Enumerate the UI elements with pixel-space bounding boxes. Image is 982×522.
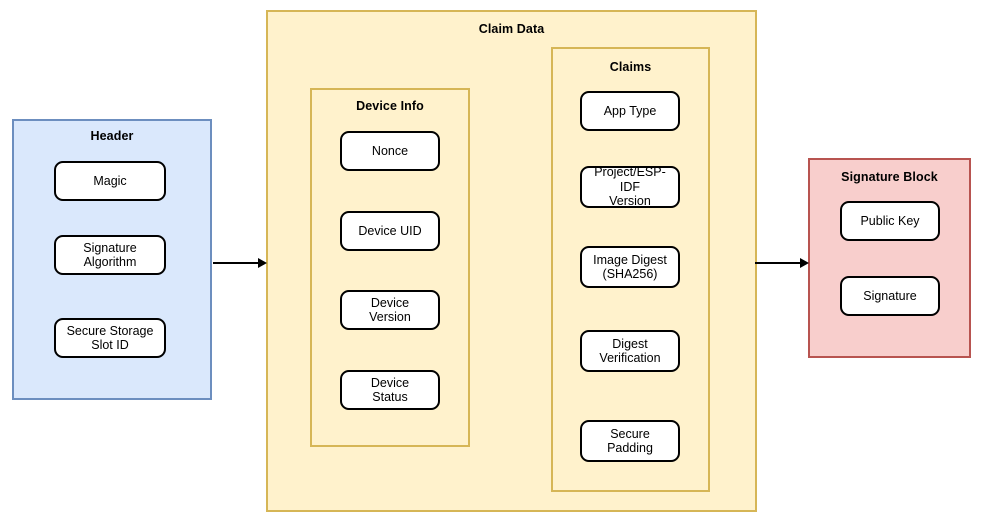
- node-project-esp-idf-version[interactable]: Project/ESP-IDF Version: [580, 165, 680, 208]
- arrow-head-icon: [800, 258, 809, 268]
- node-device-version[interactable]: Device Version: [340, 290, 440, 330]
- node-signature-algorithm[interactable]: Signature Algorithm: [54, 235, 166, 275]
- group-claim-data-title: Claim Data: [478, 22, 545, 36]
- node-secure-padding[interactable]: Secure Padding: [580, 420, 680, 462]
- node-app-type[interactable]: App Type: [580, 91, 680, 131]
- node-magic[interactable]: Magic: [54, 161, 166, 201]
- node-signature[interactable]: Signature: [840, 276, 940, 316]
- group-device-info-title: Device Info: [356, 99, 424, 113]
- node-device-status[interactable]: Device Status: [340, 370, 440, 410]
- arrow-header-to-claim-data: [213, 258, 267, 268]
- arrow-head-icon: [258, 258, 267, 268]
- group-header-title: Header: [90, 129, 134, 143]
- node-digest-verification[interactable]: Digest Verification: [580, 330, 680, 372]
- node-image-digest-sha256[interactable]: Image Digest (SHA256): [580, 246, 680, 288]
- node-device-uid[interactable]: Device UID: [340, 211, 440, 251]
- arrow-line: [755, 262, 800, 264]
- group-signature-block-title: Signature Block: [841, 170, 938, 184]
- group-claims-title: Claims: [609, 60, 652, 74]
- arrow-line: [213, 262, 258, 264]
- node-nonce[interactable]: Nonce: [340, 131, 440, 171]
- group-signature-block[interactable]: Signature Block: [808, 158, 971, 358]
- node-secure-storage-slot-id[interactable]: Secure Storage Slot ID: [54, 318, 166, 358]
- node-public-key[interactable]: Public Key: [840, 201, 940, 241]
- arrow-claim-data-to-signature-block: [755, 258, 809, 268]
